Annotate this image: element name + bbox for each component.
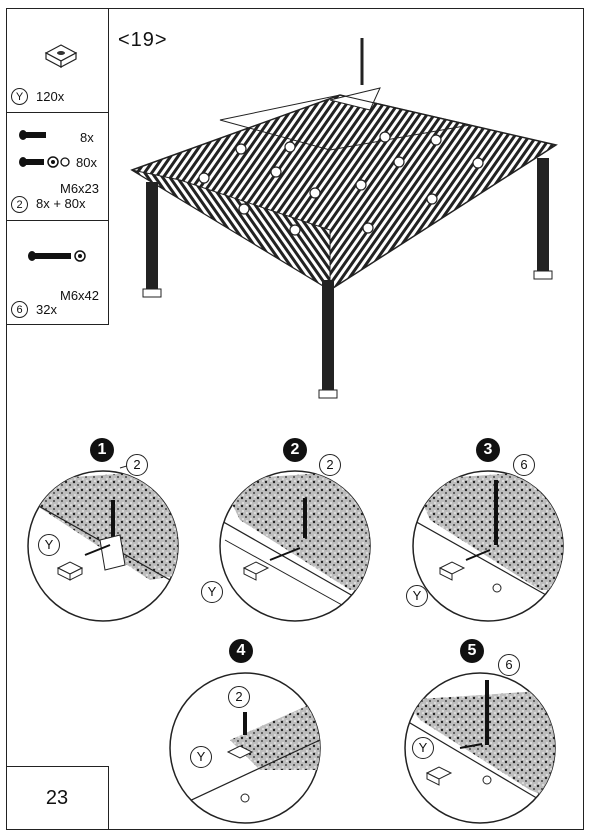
detail-1 (27, 464, 179, 622)
bolt-long-qty: 32x (36, 302, 57, 317)
callout-part-2: 2 (228, 686, 250, 708)
page-number: 23 (45, 787, 69, 809)
bolt-long-size: M6x42 (60, 288, 100, 303)
bolt-long-id: 6 (11, 301, 28, 318)
callout-part-2: 2 (126, 454, 148, 476)
part-cell-bolt-short: 8x 80x M6x23 2 8x + 80x (6, 113, 109, 221)
parts-list: Y 120x 8x 80x M6x23 2 8x + 80x M6x42 6 3… (6, 8, 109, 325)
detail-4 (169, 672, 321, 824)
part-cell-y: Y 120x (6, 8, 109, 113)
callout-y: Y (406, 585, 428, 607)
nut-qty: 80x (76, 155, 97, 170)
callout-y: Y (412, 737, 434, 759)
callout-y: Y (38, 534, 60, 556)
gazebo-roof-drawing (130, 38, 558, 399)
step-reference: <19> (118, 29, 168, 51)
detail-3 (412, 470, 564, 622)
detail-2 (219, 470, 371, 622)
bolt-short-id: 2 (11, 196, 28, 213)
step-number-5: 5 (460, 639, 484, 663)
part-y-qty: 120x (36, 89, 65, 104)
callout-part-6: 6 (513, 454, 535, 476)
callout-part-2: 2 (319, 454, 341, 476)
page-frame (6, 8, 584, 830)
part-y-label: Y (11, 88, 28, 105)
step-number-2: 2 (283, 438, 307, 462)
detail-5 (404, 672, 556, 824)
callout-y: Y (190, 746, 212, 768)
page-number-cell: 23 (6, 766, 109, 830)
callout-y: Y (201, 581, 223, 603)
step-number-4: 4 (229, 639, 253, 663)
callout-part-6: 6 (498, 654, 520, 676)
part-cell-bolt-long: M6x42 6 32x (6, 221, 109, 325)
long-bolt-icon (28, 250, 86, 262)
short-bolt-icon (19, 130, 70, 168)
step-number-1: 1 (90, 438, 114, 462)
block-y-icon (44, 44, 78, 68)
step-number-3: 3 (476, 438, 500, 462)
bolt-short-size: M6x23 (60, 181, 100, 196)
bolt-short-total: 8x + 80x (36, 196, 86, 211)
bolt-short-qty: 8x (80, 130, 94, 145)
